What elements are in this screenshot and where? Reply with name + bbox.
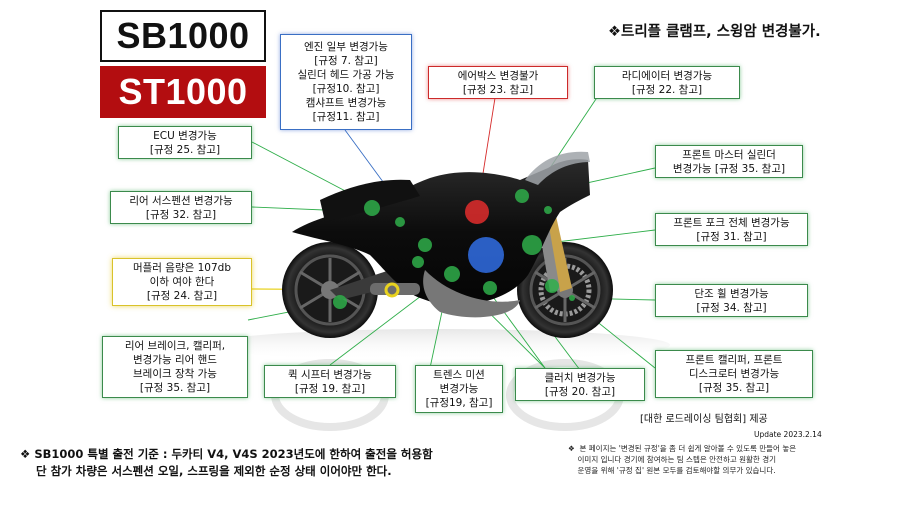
label-front-fork: 프론트 포크 전체 변경가능 [규정 31. 참고] — [655, 213, 808, 246]
label-line: 리어 서스펜션 변경가능 — [129, 194, 233, 207]
label-line: [규정 34. 참고] — [696, 301, 767, 314]
label-line: 이하 여야 한다 — [149, 276, 215, 288]
rule-line: 단 참가 차량은 서스펜션 오일, 스프링을 제외한 순정 상태 이어야만 한다… — [20, 464, 392, 478]
marker-rear-suspension — [364, 200, 380, 216]
label-line: 변경가능 [규정 35. 참고] — [672, 162, 786, 175]
label-airbox: 에어박스 변경불가 [규정 23. 참고] — [428, 66, 568, 99]
label-line: [규정 32. 참고] — [145, 208, 217, 221]
label-line: 단조 휠 변경가능 — [694, 287, 769, 300]
source-credit: [대한 로드레이싱 팀협회] 제공 — [640, 414, 768, 425]
sb1000-special-rule: ❖ SB1000 특별 출전 기준 : 두카티 V4, V4S 2023년도에 … — [20, 446, 433, 480]
label-line: 변경가능 리어 핸드 — [133, 354, 217, 366]
label-line: 클러치 변경가능 — [544, 371, 616, 384]
rule-line: ❖ SB1000 특별 출전 기준 : 두카티 V4, V4S 2023년도에 … — [20, 447, 433, 461]
sb1000-class-box: SB1000 — [100, 10, 266, 62]
marker-front-master — [515, 189, 529, 203]
marker-muffler — [384, 282, 400, 298]
label-forged-wheel: 단조 휠 변경가능 [규정 34. 참고] — [655, 284, 808, 317]
floor-reflection — [210, 329, 670, 361]
marker-engine — [468, 237, 504, 273]
headline-note: ❖트리플 클램프, 스윙암 변경불가. — [608, 24, 821, 40]
disclaimer-line: 이미지 입니다 경기에 참여하는 팀 스텝은 안전하고 원활한 경기 — [568, 455, 777, 464]
label-front-caliper: 프론트 캘리퍼, 프론트 디스크로터 변경가능 [규정 35. 참고] — [655, 350, 813, 398]
marker-transmission — [444, 266, 460, 282]
label-line: [규정10. 참고] — [312, 83, 380, 95]
label-line: 캠샤프트 변경가능 — [305, 97, 387, 109]
label-line: 변경가능 — [439, 383, 479, 395]
component-markers — [333, 189, 575, 309]
label-quickshifter: 퀵 시프터 변경가능 [규정 19. 참고] — [264, 365, 396, 398]
marker-quickshifter — [412, 256, 424, 268]
label-ecu: ECU 변경가능 [규정 25. 참고] — [118, 126, 252, 159]
label-line: 디스크로터 변경가능 — [688, 368, 780, 380]
label-line: [규정 20. 참고] — [544, 385, 616, 398]
st1000-class-box: ST1000 — [100, 66, 266, 118]
label-line: ECU 변경가능 — [153, 129, 217, 142]
label-line: 라디에이터 변경가능 — [621, 69, 713, 82]
label-line: [규정 25. 참고] — [149, 143, 221, 156]
exhaust — [370, 283, 420, 295]
label-line: [규정 31. 참고] — [696, 230, 767, 243]
label-line: [규정 7. 참고] — [314, 55, 378, 67]
label-line: 에어박스 변경불가 — [457, 69, 539, 82]
label-line: [규정 23. 참고] — [462, 83, 534, 96]
marker-radiator — [522, 235, 542, 255]
marker-ecu — [395, 217, 405, 227]
label-line: [규정 19. 참고] — [294, 382, 366, 395]
label-rear-suspension: 리어 서스펜션 변경가능 [규정 32. 참고] — [110, 191, 252, 224]
marker-front-wheel — [569, 295, 575, 301]
label-line: [규정 22. 참고] — [631, 83, 703, 96]
label-line: 프론트 캘리퍼, 프론트 — [685, 354, 783, 366]
label-line: [규정 35. 참고] — [698, 382, 770, 394]
label-line: 프론트 마스터 실린더 — [682, 148, 776, 161]
label-line: 리어 브레이크, 캘리퍼, — [124, 340, 226, 352]
label-line: 브레이크 장착 가능 — [133, 368, 217, 380]
label-transmission: 트렌스 미션 변경가능 [규정19, 참고] — [415, 365, 503, 413]
update-date: Update 2023.2.14 — [754, 430, 822, 439]
label-line: [규정 35. 참고] — [139, 382, 211, 394]
marker-clutch — [483, 281, 497, 295]
windscreen — [525, 151, 590, 185]
label-rear-brake: 리어 브레이크, 캘리퍼, 변경가능 리어 핸드 브레이크 장착 가능 [규정 … — [102, 336, 248, 398]
belly-pan — [423, 270, 520, 318]
label-line: [규정 24. 참고] — [146, 290, 218, 302]
label-clutch: 클러치 변경가능 [규정 20. 참고] — [515, 368, 645, 401]
label-line: 엔진 일부 변경가능 — [304, 41, 388, 53]
disclaimer: ❖ 본 페이지는 '변경된 규정'을 좀 더 쉽게 알아볼 수 있도록 만들어 … — [568, 443, 796, 476]
marker-rear-body — [418, 238, 432, 252]
label-engine: 엔진 일부 변경가능 [규정 7. 참고] 실린더 헤드 가공 가능 [규정10… — [280, 34, 412, 130]
label-muffler: 머플러 음량은 107db 이하 여야 한다 [규정 24. 참고] — [112, 258, 252, 306]
label-line: 실린더 헤드 가공 가능 — [297, 69, 395, 81]
marker-front-caliper — [545, 279, 559, 293]
label-line: [규정11. 참고] — [312, 111, 380, 123]
disclaimer-line: ❖ 본 페이지는 '변경된 규정'을 좀 더 쉽게 알아볼 수 있도록 만들어 … — [568, 444, 797, 453]
disclaimer-line: 운영을 위해 '규정 집' 원본 모두를 검토해야할 의무가 있습니다. — [568, 466, 776, 475]
label-radiator: 라디에이터 변경가능 [규정 22. 참고] — [594, 66, 740, 99]
label-line: 프론트 포크 전체 변경가능 — [673, 216, 790, 229]
label-line: [규정19, 참고] — [425, 397, 493, 409]
marker-rear-brake — [333, 295, 347, 309]
marker-airbox — [465, 200, 489, 224]
label-front-master-cylinder: 프론트 마스터 실린더 변경가능 [규정 35. 참고] — [655, 145, 803, 178]
label-line: 트렌스 미션 — [433, 369, 485, 381]
label-line: 머플러 음량은 107db — [132, 262, 231, 274]
front-rim — [529, 254, 601, 326]
label-line: 퀵 시프터 변경가능 — [288, 368, 372, 381]
marker-front-fork — [544, 206, 552, 214]
